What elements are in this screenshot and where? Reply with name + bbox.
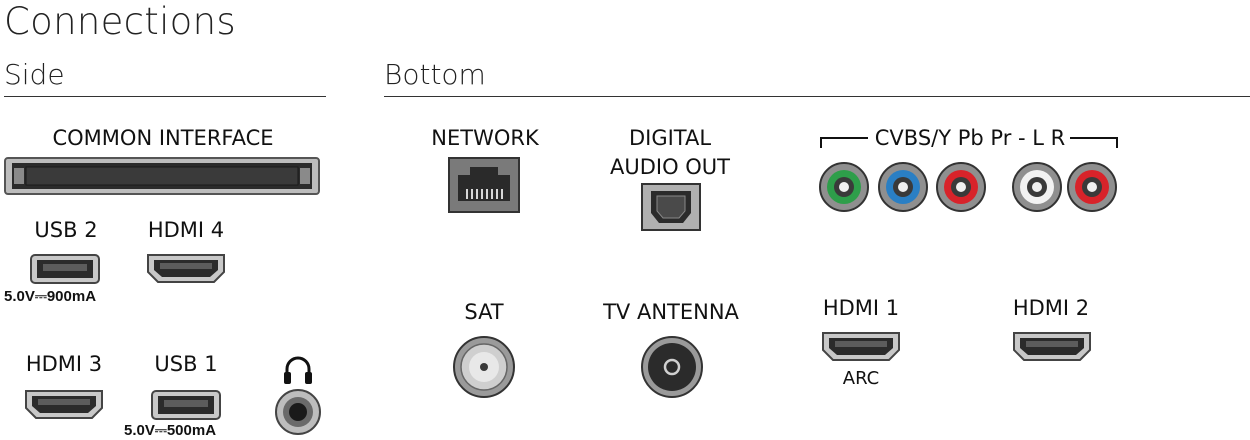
side-divider	[4, 96, 326, 97]
sat-label: SAT	[464, 300, 504, 324]
common-interface-label: COMMON INTERFACE	[52, 126, 274, 150]
side-heading: Side	[4, 58, 65, 91]
rca-blue-jack-icon	[878, 162, 928, 212]
usb2-spec: 5.0V⎓900mA	[4, 288, 97, 305]
network-port-icon	[448, 157, 520, 213]
rca-red-audio-jack-icon	[1067, 162, 1117, 212]
bottom-divider	[384, 96, 1250, 97]
hdmi1-port-icon	[822, 332, 900, 361]
hdmi3-port-icon	[25, 390, 103, 419]
common-interface-slot-icon	[4, 157, 320, 195]
cvbs-bracket	[820, 137, 1118, 148]
rca-red-jack-icon	[936, 162, 986, 212]
usb2-label: USB 2	[34, 218, 98, 242]
tv-antenna-connector-icon	[641, 336, 703, 398]
headphones-icon	[284, 356, 312, 384]
hdmi2-label: HDMI 2	[1012, 296, 1090, 320]
network-label: NETWORK	[431, 126, 539, 150]
rca-white-jack-icon	[1012, 162, 1062, 212]
hdmi4-label: HDMI 4	[147, 218, 225, 242]
hdmi1-label: HDMI 1	[822, 296, 900, 320]
usb2-port-icon	[30, 254, 100, 284]
headphone-jack-icon	[275, 389, 321, 435]
digital-audio-out-label-line2: AUDIO OUT	[609, 155, 731, 179]
hdmi2-port-icon	[1013, 332, 1091, 361]
optical-port-icon	[641, 183, 701, 231]
hdmi1-arc-label: ARC	[842, 368, 880, 389]
sat-connector-icon	[453, 336, 515, 398]
cvbs-label: CVBS/Y Pb Pr - L R	[874, 126, 1066, 150]
bottom-heading: Bottom	[384, 58, 486, 91]
digital-audio-out-label-line1: DIGITAL	[628, 126, 712, 150]
hdmi3-label: HDMI 3	[25, 352, 103, 376]
usb1-label: USB 1	[154, 352, 218, 376]
usb1-spec: 5.0V⎓500mA	[124, 422, 217, 439]
page-title: Connections	[4, 0, 236, 43]
tv-antenna-label: TV ANTENNA	[603, 300, 739, 324]
hdmi4-port-icon	[147, 254, 225, 283]
rca-green-jack-icon	[819, 162, 869, 212]
usb1-port-icon	[151, 390, 221, 420]
